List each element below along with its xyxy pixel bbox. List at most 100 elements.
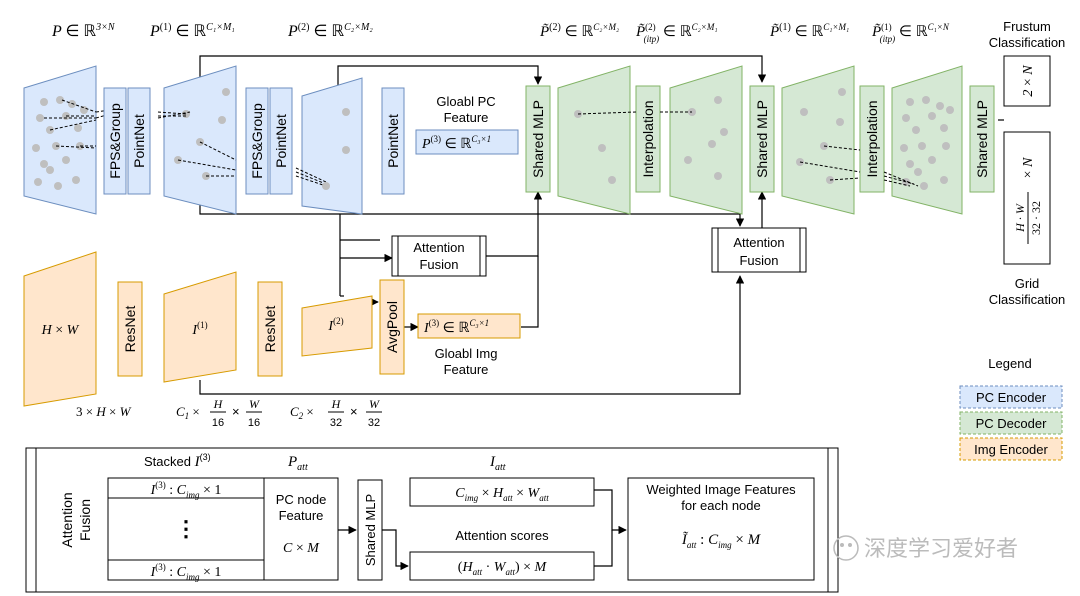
svg-text:P(1) ∈ ℝC₁×M₁: P(1) ∈ ℝC₁×M₁ bbox=[149, 22, 235, 40]
svg-text:P ∈ ℝ3×N: P ∈ ℝ3×N bbox=[51, 22, 116, 40]
svg-text:P̃(1)(itp) ∈ ℝC₁×N: P̃(1)(itp) ∈ ℝC₁×N bbox=[871, 22, 950, 44]
svg-text:PointNet: PointNet bbox=[273, 114, 289, 168]
stacked-column: I(3) : Cimg × 1 ⋮ I(3) : Cimg × 1 bbox=[107, 477, 265, 582]
stacked-i3-label: Stacked I(3) bbox=[144, 452, 211, 470]
img-dim-2: C2 × H 32 × W 32 bbox=[290, 397, 382, 429]
block-shared-mlp-1: Shared MLP bbox=[525, 85, 551, 193]
svg-text:PC Encoder: PC Encoder bbox=[976, 390, 1047, 405]
svg-text:P(2) ∈ ℝC₂×M₂: P(2) ∈ ℝC₂×M₂ bbox=[287, 22, 373, 40]
global-img-caption-line2: Feature bbox=[444, 362, 489, 377]
block-shared-mlp-2: Shared MLP bbox=[749, 85, 775, 193]
svg-text:I(3) : Cimg × 1: I(3) : Cimg × 1 bbox=[150, 480, 222, 500]
math-label-pt2-itp: P̃(2)(itp) ∈ ℝC₂×M₁ bbox=[635, 22, 717, 44]
svg-text:16: 16 bbox=[212, 417, 224, 429]
svg-text:Shared MLP: Shared MLP bbox=[754, 100, 770, 178]
svg-text:×: × bbox=[232, 404, 240, 419]
svg-text:FPS&Group: FPS&Group bbox=[249, 103, 265, 179]
img-plane-i1: I(1) bbox=[163, 271, 237, 383]
p3-feature-box: P(3) ∈ ℝC₃×1 bbox=[415, 129, 519, 155]
svg-text:3 × H × W: 3 × H × W bbox=[76, 404, 132, 419]
block-interpolation-1: Interpolation bbox=[635, 85, 661, 193]
attention-detail-title-line2: Fusion bbox=[77, 499, 93, 541]
attention-fusion-right: Attention Fusion bbox=[711, 227, 807, 273]
svg-text:P̃(1) ∈ ℝC₁×M₁: P̃(1) ∈ ℝC₁×M₁ bbox=[769, 22, 849, 40]
svg-text:Shared MLP: Shared MLP bbox=[530, 100, 546, 178]
svg-text:Stacked I(3): Stacked I(3) bbox=[144, 452, 211, 470]
svg-text:Weighted Image Features: Weighted Image Features bbox=[646, 482, 796, 497]
svg-text:Shared MLP: Shared MLP bbox=[974, 100, 990, 178]
attention-detail-connections bbox=[338, 489, 627, 571]
block-fps-group-1: FPS&Group bbox=[103, 87, 127, 195]
svg-text:32: 32 bbox=[368, 417, 380, 429]
svg-text:Interpolation: Interpolation bbox=[864, 100, 880, 177]
img-plane-i2: I(2) bbox=[301, 295, 373, 357]
svg-text:PC node: PC node bbox=[276, 492, 327, 507]
svg-text:2 × N: 2 × N bbox=[1021, 65, 1036, 97]
svg-text:for each node: for each node bbox=[681, 498, 761, 513]
interp-lines-2 bbox=[799, 145, 919, 187]
attention-scores-label: Attention scores bbox=[455, 528, 549, 543]
svg-text:ResNet: ResNet bbox=[122, 306, 138, 353]
attention-scores-box: (Hatt · Watt) × M bbox=[409, 551, 595, 581]
svg-text:(Hatt · Watt) × M: (Hatt · Watt) × M bbox=[458, 560, 548, 577]
svg-text:16: 16 bbox=[248, 417, 260, 429]
block-resnet-1: ResNet bbox=[117, 281, 143, 377]
math-label-pt2: P̃(2) ∈ ℝC₂×M₂ bbox=[539, 22, 619, 40]
svg-text:I(3) ∈ ℝC₃×1: I(3) ∈ ℝC₃×1 bbox=[423, 318, 489, 336]
global-pc-caption-line1: Gloabl PC bbox=[436, 94, 495, 109]
svg-text:FPS&Group: FPS&Group bbox=[107, 103, 123, 179]
svg-text:H: H bbox=[331, 397, 342, 411]
svg-text:H × W: H × W bbox=[41, 323, 80, 338]
svg-text:Interpolation: Interpolation bbox=[640, 100, 656, 177]
legend-item-img-encoder: Img Encoder bbox=[959, 437, 1063, 461]
math-label-p1: P(1) ∈ ℝC₁×M₁ bbox=[149, 22, 235, 40]
pc-plane-input bbox=[23, 65, 97, 215]
svg-text:Fusion: Fusion bbox=[739, 253, 778, 268]
svg-text:Cimg × Hatt × Watt: Cimg × Hatt × Watt bbox=[455, 486, 549, 503]
svg-text:Feature: Feature bbox=[279, 508, 324, 523]
svg-text:Img Encoder: Img Encoder bbox=[974, 442, 1048, 457]
grid-output-box: H · W 32 · 32 × N bbox=[1003, 131, 1051, 265]
block-pointnet-2: PointNet bbox=[269, 87, 293, 195]
group-lines-1b bbox=[157, 111, 191, 119]
math-label-pt1: P̃(1) ∈ ℝC₁×M₁ bbox=[769, 22, 849, 40]
img-dim-0: 3 × H × W bbox=[76, 404, 132, 419]
i3-feature-box: I(3) ∈ ℝC₃×1 bbox=[417, 313, 521, 339]
svg-text:I(3) : Cimg × 1: I(3) : Cimg × 1 bbox=[150, 562, 222, 582]
legend-item-pc-encoder: PC Encoder bbox=[959, 385, 1063, 409]
dec-points-4 bbox=[900, 96, 954, 190]
pc-plane-decoder-1 bbox=[557, 65, 631, 215]
svg-text:Attention: Attention bbox=[733, 235, 784, 250]
math-label-p2: P(2) ∈ ℝC₂×M₂ bbox=[287, 22, 373, 40]
attention-shared-mlp: Shared MLP bbox=[357, 479, 383, 581]
global-pc-caption-line2: Feature bbox=[444, 110, 489, 125]
block-pointnet-1: PointNet bbox=[127, 87, 151, 195]
img-dim-1: C1 × H 16 × W 16 bbox=[176, 397, 262, 429]
pc-node-feature-box: PC node Feature C × M bbox=[263, 477, 339, 581]
svg-text:H · W: H · W bbox=[1013, 203, 1027, 233]
svg-text:PointNet: PointNet bbox=[385, 114, 401, 168]
svg-text:深度学习爱好者: 深度学习爱好者 bbox=[864, 536, 1018, 561]
svg-text:32 · 32: 32 · 32 bbox=[1029, 201, 1043, 235]
img-feature-att-box: Cimg × Hatt × Watt bbox=[409, 477, 595, 507]
block-fps-group-2: FPS&Group bbox=[245, 87, 269, 195]
svg-text:Shared MLP: Shared MLP bbox=[363, 494, 378, 566]
svg-text:PointNet: PointNet bbox=[131, 114, 147, 168]
legend-title: Legend bbox=[988, 356, 1031, 371]
svg-text:ResNet: ResNet bbox=[262, 306, 278, 353]
frustum-label-line1: Frustum bbox=[1003, 19, 1051, 34]
svg-text:32: 32 bbox=[330, 417, 342, 429]
math-label-p-input: P ∈ ℝ3×N bbox=[51, 22, 116, 40]
svg-text:C1 ×: C1 × bbox=[176, 404, 200, 421]
svg-text:× N: × N bbox=[1021, 157, 1036, 178]
legend-item-pc-decoder: PC Decoder bbox=[959, 411, 1063, 435]
svg-text:Ĩatt : Cimg × M: Ĩatt : Cimg × M bbox=[681, 531, 762, 550]
frustum-label-line2: Classification bbox=[989, 35, 1066, 50]
watermark: 深度学习爱好者 bbox=[833, 535, 1018, 561]
interp-lines-1 bbox=[577, 111, 692, 115]
grid-label-line1: Grid bbox=[1015, 276, 1040, 291]
group-lines-2 bbox=[177, 141, 327, 187]
svg-text:Fusion: Fusion bbox=[419, 257, 458, 272]
block-resnet-2: ResNet bbox=[257, 281, 283, 377]
